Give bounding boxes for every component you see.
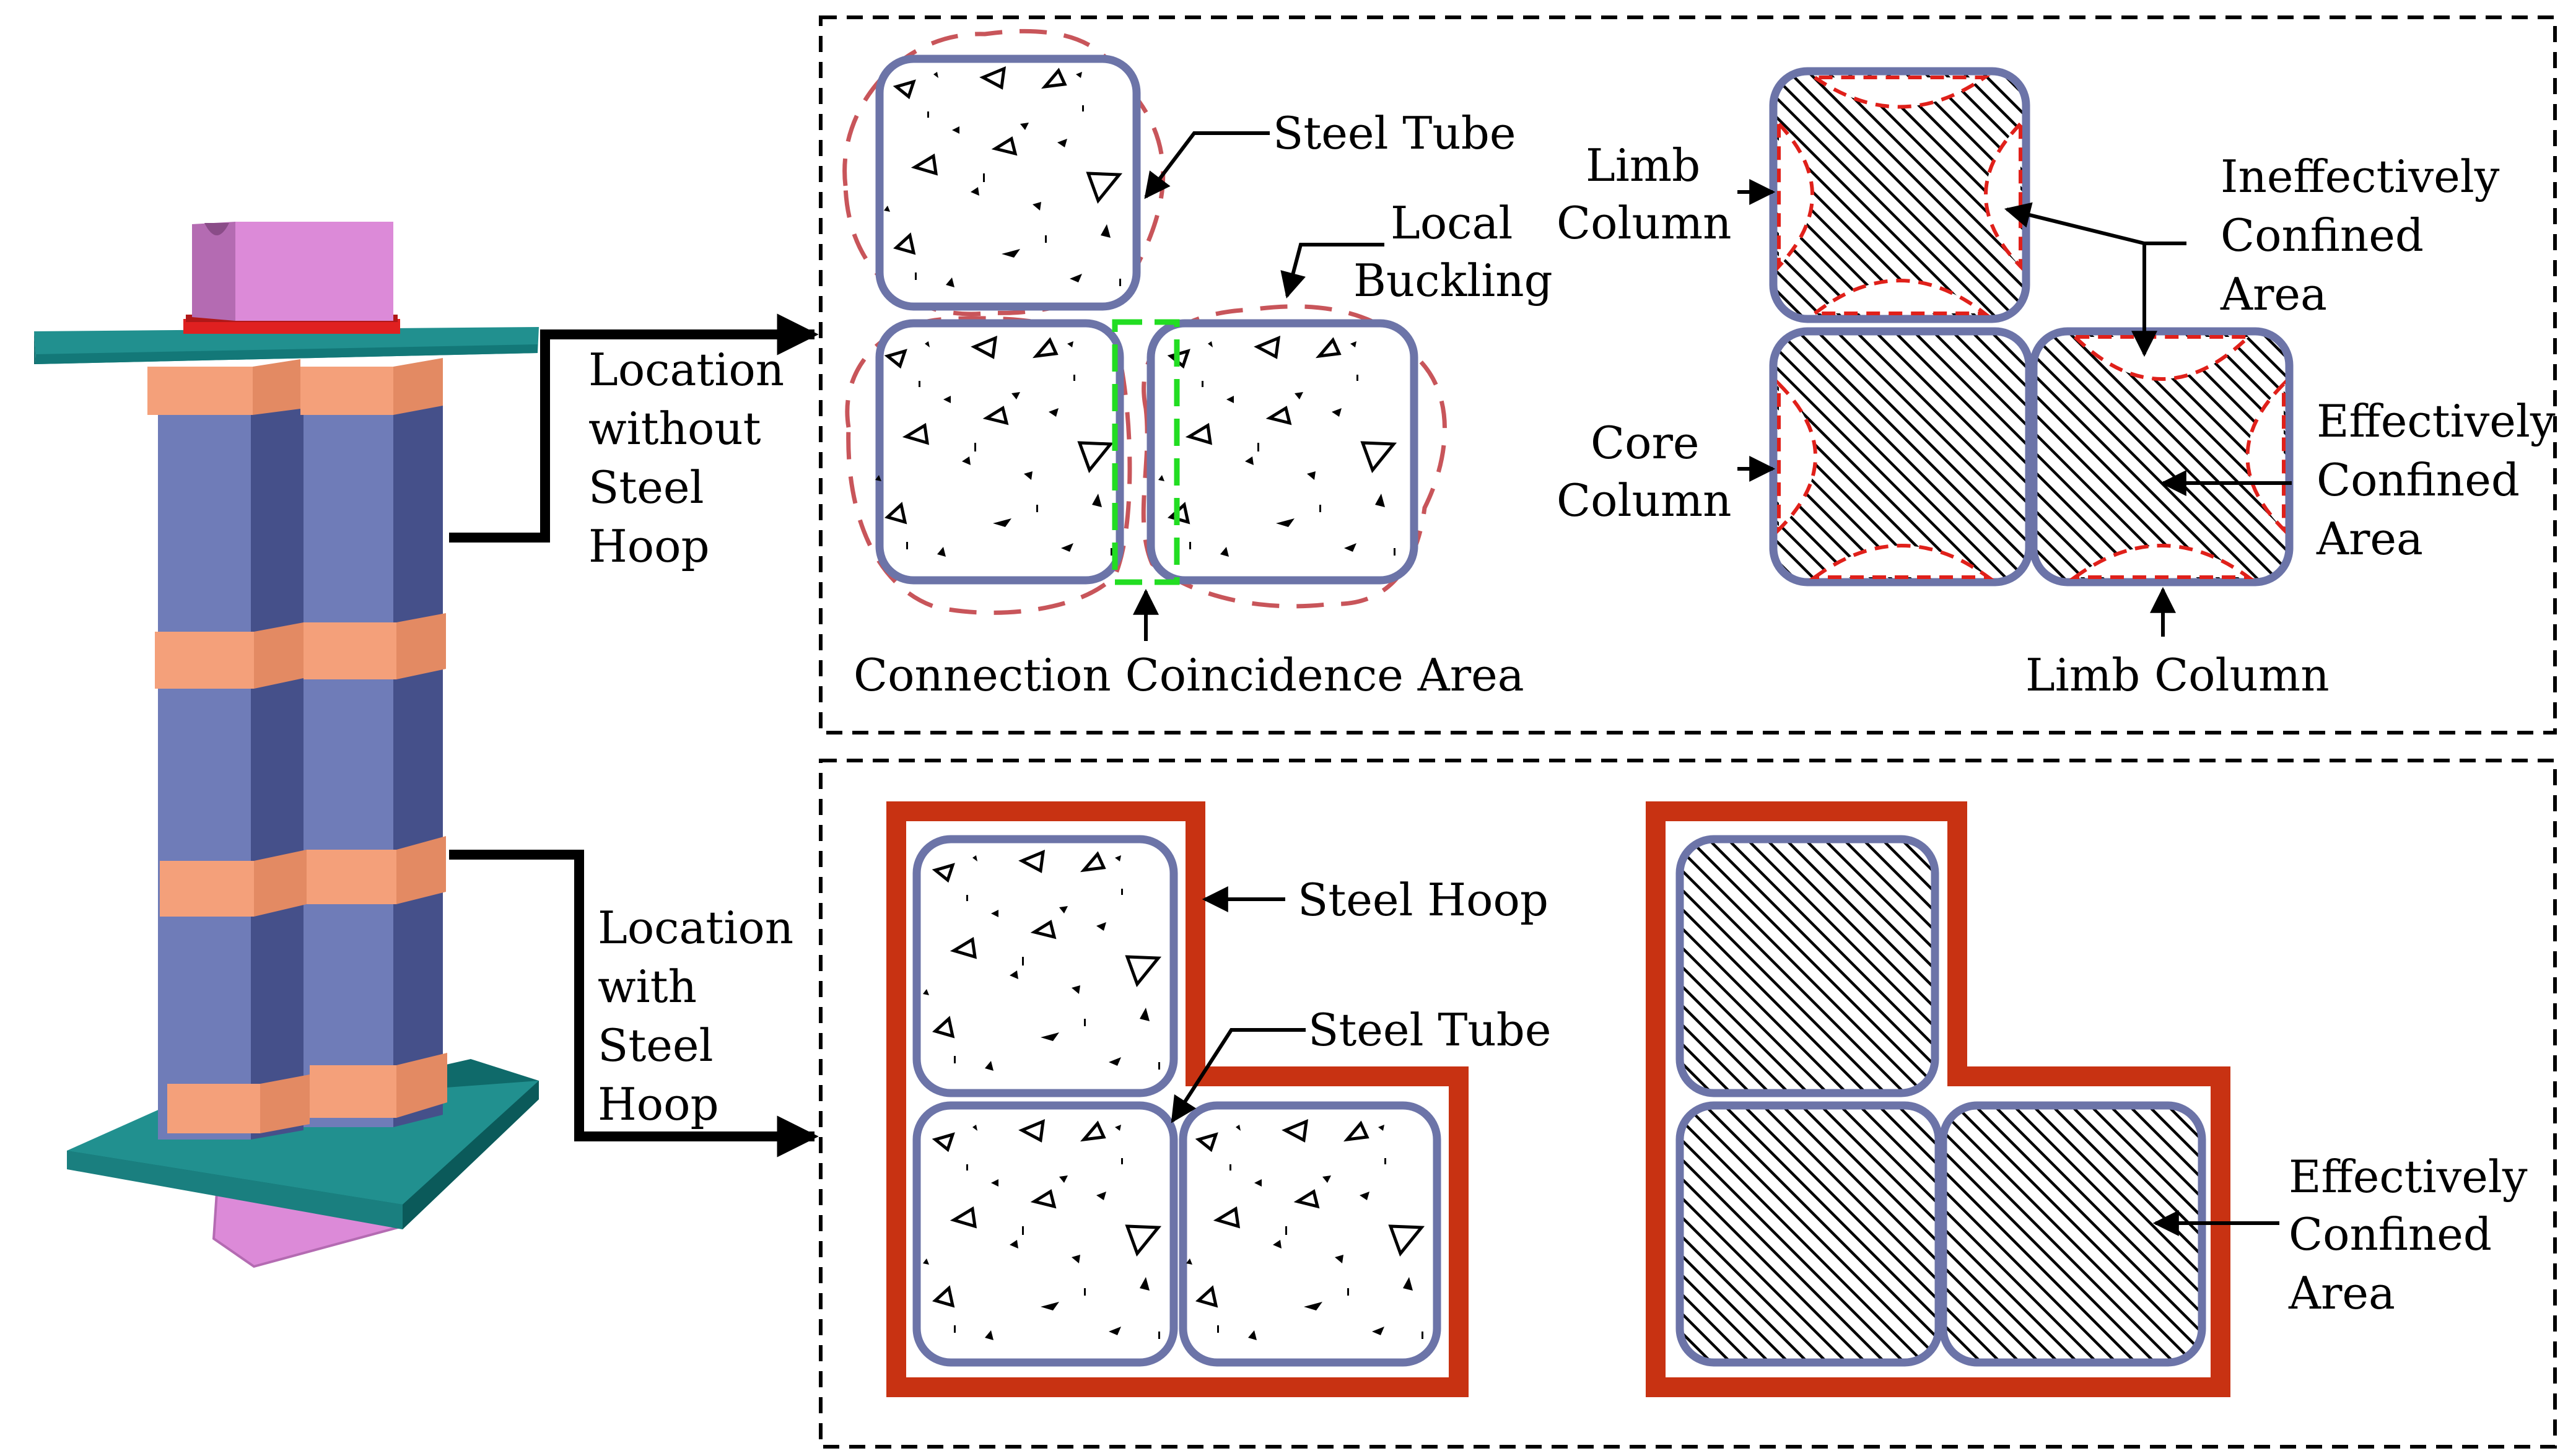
effectively-confined-top-label: Effectively Confined Area (2316, 395, 2556, 565)
limb-column-top-label: Limb Column (1557, 139, 1731, 249)
local-buckling-label: Local Buckling (1353, 197, 1553, 307)
column-3d-model (34, 222, 539, 1268)
svg-text:Ineffectively: Ineffectively (2221, 150, 2500, 203)
local-buckling-pointer (1280, 243, 1384, 299)
connection-coincidence-label: Connection Coincidence Area (854, 649, 1524, 701)
svg-text:Column: Column (1557, 474, 1731, 526)
limb-column-bottom-label: Limb Column (2025, 649, 2330, 701)
svg-text:Column: Column (1557, 197, 1731, 249)
svg-text:Hoop: Hoop (588, 520, 710, 572)
steel-tube-bottom-label: Steel Tube (1308, 1004, 1551, 1056)
location-arrows (449, 313, 819, 1157)
steel-hoop-label: Steel Hoop (1298, 874, 1548, 926)
confinement-squares-bottom (1675, 835, 2206, 1367)
steel-hoop-right (1646, 801, 2230, 1397)
steel-tube-top-pointer (1144, 131, 1270, 199)
svg-text:Area: Area (2316, 513, 2423, 565)
svg-text:Steel: Steel (588, 461, 704, 513)
effectively-confined-bottom-label: Effectively Confined Area (2288, 1151, 2528, 1319)
svg-text:Limb: Limb (1586, 139, 1700, 191)
top-cap (235, 222, 393, 321)
right-column-face (304, 387, 393, 1127)
svg-text:Confined: Confined (2289, 1208, 2492, 1260)
svg-text:Confined: Confined (2221, 209, 2424, 261)
panel-without-hoop (819, 15, 2557, 735)
ineffectively-confined-label: Ineffectively Confined Area (2220, 150, 2500, 320)
svg-text:Location: Location (588, 344, 784, 396)
svg-text:Effectively: Effectively (2317, 395, 2556, 447)
steel-tube-squares-top (875, 54, 1418, 585)
svg-text:with: with (598, 961, 697, 1013)
svg-text:Confined: Confined (2317, 454, 2520, 506)
steel-tube-top-label: Steel Tube (1273, 107, 1516, 159)
ineffectively-confined-areas (1777, 76, 2286, 579)
svg-text:Area: Area (2288, 1267, 2395, 1319)
steel-bands (147, 358, 447, 1133)
panel-with-hoop (819, 759, 2557, 1449)
svg-text:Area: Area (2220, 268, 2327, 320)
svg-text:Location: Location (598, 902, 793, 954)
steel-tube-bottom-pointer (1171, 1028, 1306, 1123)
svg-text:Hoop: Hoop (598, 1078, 719, 1130)
svg-text:without: without (588, 403, 761, 455)
core-column-label: Core Column (1557, 417, 1731, 526)
svg-text:Steel: Steel (598, 1019, 714, 1071)
location-with-label: Location with Steel Hoop (598, 902, 793, 1130)
steel-tube-squares-bottom (912, 835, 1441, 1367)
left-column-face (158, 387, 251, 1140)
location-without-label: Location without Steel Hoop (588, 344, 784, 572)
confinement-squares-top (1769, 67, 2294, 586)
steel-hoop-left (886, 801, 1469, 1397)
svg-text:Buckling: Buckling (1353, 255, 1553, 307)
svg-text:Effectively: Effectively (2289, 1151, 2528, 1203)
svg-text:Local: Local (1391, 197, 1513, 249)
svg-text:Core: Core (1591, 417, 1699, 469)
